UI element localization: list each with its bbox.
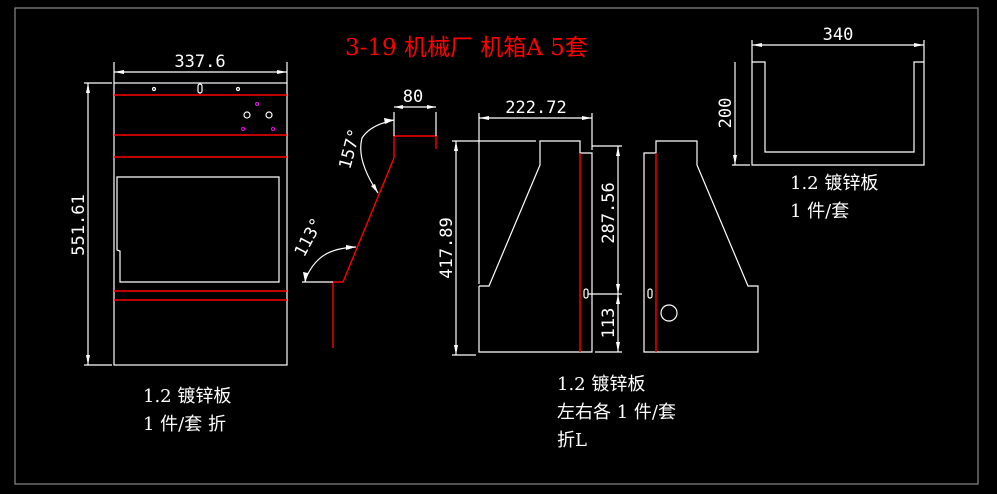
slot-hole: [197, 83, 203, 94]
slot-hole: [647, 288, 653, 299]
side-note-bend: 折L: [557, 430, 587, 451]
lower-dim-value: 113: [599, 308, 619, 339]
front-width-dimension: 337.6: [113, 52, 288, 83]
front-width-value: 337.6: [174, 52, 225, 72]
front-note-material: 1.2 镀锌板: [143, 386, 231, 407]
round-hole: [660, 304, 678, 322]
side-width-value: 222.72: [505, 98, 566, 118]
slot-hole: [583, 288, 589, 299]
channel-height-value: 200: [716, 98, 736, 129]
side-split-dimensions: 287.56 113: [588, 145, 622, 353]
side-profile: 80 157° 113°: [291, 87, 437, 348]
profile-width-value: 80: [403, 87, 423, 107]
front-note-qty: 1 件/套 折: [143, 414, 226, 435]
angle-113-label: 113°: [291, 215, 328, 261]
side-width-dimension: 222.72: [478, 98, 593, 150]
side-panel-right: [643, 140, 759, 353]
window-cutout: [116, 176, 280, 283]
front-panel: [113, 82, 288, 366]
side-note-qty: 左右各 1 件/套: [557, 402, 676, 423]
channel-width-value: 340: [823, 25, 854, 45]
drawing-border: [14, 7, 979, 485]
channel-note-qty: 1 件/套: [790, 201, 849, 222]
u-channel: 340 200: [716, 25, 925, 166]
side-note-material: 1.2 镀锌板: [557, 374, 645, 395]
drawing-title: 3-19 机械厂 机箱A 5套: [345, 35, 588, 61]
side-panel-left: [478, 140, 593, 353]
upper-dim-value: 287.56: [599, 182, 619, 243]
channel-note-material: 1.2 镀锌板: [790, 173, 878, 194]
hole: [265, 111, 273, 119]
front-height-dimension: 551.61: [69, 82, 112, 366]
front-height-value: 551.61: [69, 194, 89, 255]
side-height-value: 417.89: [437, 217, 457, 278]
side-height-dimension: 417.89: [437, 140, 479, 356]
hole: [243, 111, 251, 119]
